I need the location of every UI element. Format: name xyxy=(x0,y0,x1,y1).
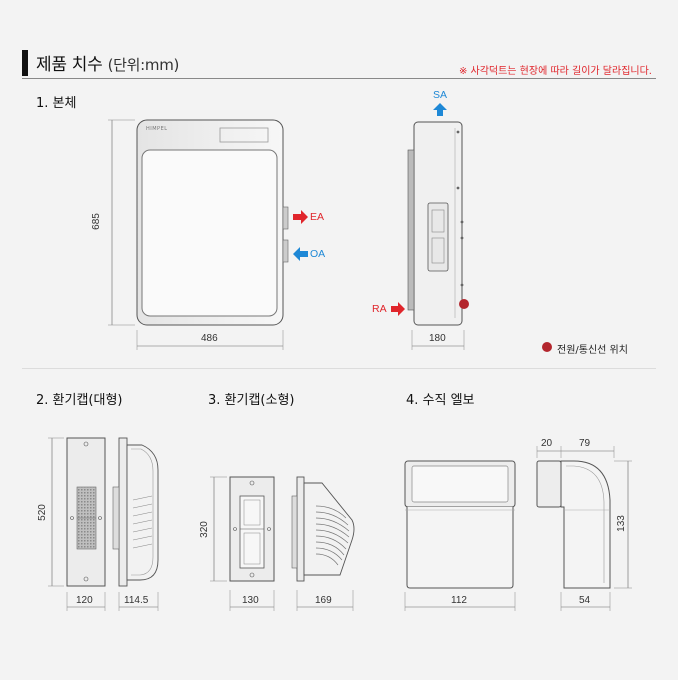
ra-arrow-icon xyxy=(391,302,405,316)
main-unit-side-drawing xyxy=(407,121,464,326)
dim-large-cap-side-width: 114.5 xyxy=(124,595,149,606)
label-ea: EA xyxy=(310,211,325,223)
main-unit-front-drawing xyxy=(136,119,289,326)
dim-large-cap-height: 520 xyxy=(36,504,48,521)
dim-small-cap-side-width: 169 xyxy=(315,595,332,606)
elbow-side-drawing xyxy=(536,460,611,589)
brand-logo: HIMPEL xyxy=(146,126,168,132)
section-title-elbow: 4. 수직 엘보 xyxy=(406,393,475,408)
sa-arrow-icon xyxy=(433,103,447,116)
dim-large-cap-front-width: 120 xyxy=(76,595,93,606)
label-sa: SA xyxy=(433,89,448,101)
page-title: 제품 치수 (단위:mm) xyxy=(36,55,180,75)
dim-main-height: 685 xyxy=(90,213,102,230)
large-cap-side-drawing xyxy=(112,437,159,587)
dim-elbow-front-width: 112 xyxy=(451,595,467,606)
length-note: ※ 사각덕트는 현장에 따라 길이가 달라집니다. xyxy=(458,66,652,77)
section-title-small-cap: 3. 환기캡(소형) xyxy=(208,393,295,408)
power-line-position-dot xyxy=(459,299,469,309)
elbow-front-drawing xyxy=(404,460,516,589)
title-accent-bar xyxy=(22,50,28,76)
dim-elbow-top-right: 79 xyxy=(579,438,591,449)
section-title-large-cap: 2. 환기캡(대형) xyxy=(36,393,123,408)
small-cap-side-drawing xyxy=(291,476,355,582)
label-ra: RA xyxy=(372,303,387,315)
dim-side-width: 180 xyxy=(429,333,446,344)
legend-dot-icon xyxy=(542,342,552,352)
dim-small-cap-front-width: 130 xyxy=(242,595,259,606)
dim-small-cap-height: 320 xyxy=(198,521,210,538)
dim-main-width: 486 xyxy=(201,333,218,344)
section-divider xyxy=(22,368,656,369)
title-rule xyxy=(22,78,656,79)
small-cap-front-drawing xyxy=(229,476,275,582)
dim-elbow-height: 133 xyxy=(615,515,627,532)
legend-power-position: 전원/통신선 위치 xyxy=(557,345,628,356)
oa-arrow-icon xyxy=(293,247,308,261)
label-oa: OA xyxy=(310,248,326,260)
large-cap-front-drawing xyxy=(66,437,106,587)
dim-elbow-top-left: 20 xyxy=(541,438,553,449)
ea-arrow-icon xyxy=(293,210,308,224)
section-title-main-unit: 1. 본체 xyxy=(36,96,77,111)
dim-elbow-bottom-width: 54 xyxy=(579,595,591,606)
